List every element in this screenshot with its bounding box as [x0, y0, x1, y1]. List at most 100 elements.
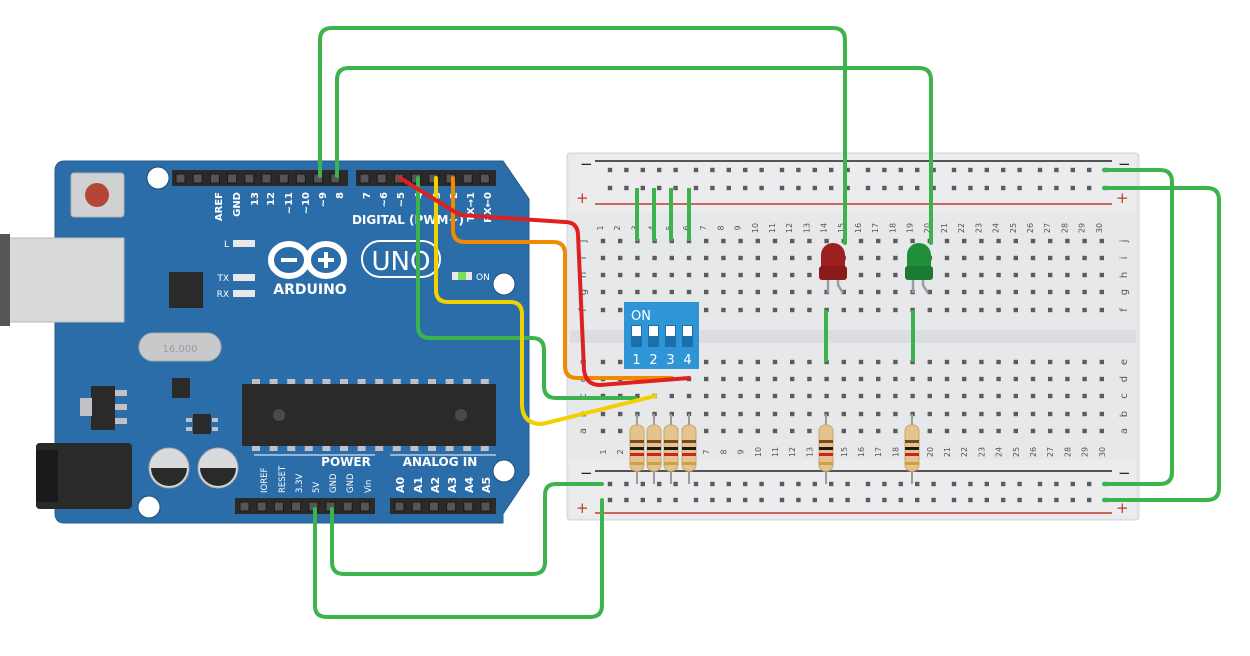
- breadboard-hole[interactable]: [1013, 289, 1018, 295]
- breadboard-hole[interactable]: [1082, 272, 1087, 278]
- breadboard-hole[interactable]: [618, 272, 623, 278]
- breadboard-hole[interactable]: [1082, 393, 1087, 399]
- rail-hole[interactable]: [710, 497, 715, 503]
- breadboard-hole[interactable]: [893, 238, 898, 244]
- breadboard-hole[interactable]: [944, 428, 950, 434]
- breadboard-hole[interactable]: [996, 393, 1001, 399]
- breadboard-hole[interactable]: [704, 428, 709, 434]
- breadboard-hole[interactable]: [618, 255, 623, 261]
- rail-hole[interactable]: [845, 185, 850, 191]
- rail-hole[interactable]: [898, 481, 903, 487]
- breadboard-hole[interactable]: [858, 272, 864, 278]
- breadboard-hole[interactable]: [1065, 255, 1070, 261]
- wire-pin9-red-led[interactable]: [318, 26, 847, 245]
- breadboard-hole[interactable]: [858, 428, 864, 434]
- rail-hole[interactable]: [607, 481, 613, 487]
- breadboard-hole[interactable]: [944, 255, 950, 261]
- rail-hole[interactable]: [1001, 481, 1006, 487]
- breadboard-hole[interactable]: [1082, 307, 1087, 313]
- breadboard-hole[interactable]: [1030, 255, 1036, 261]
- rail-hole[interactable]: [1054, 185, 1059, 191]
- breadboard-hole[interactable]: [876, 428, 881, 434]
- breadboard-hole[interactable]: [893, 376, 898, 382]
- breadboard-hole[interactable]: [738, 376, 743, 382]
- breadboard-hole[interactable]: [996, 376, 1001, 382]
- breadboard-hole[interactable]: [790, 393, 795, 399]
- breadboard-hole[interactable]: [1048, 393, 1053, 399]
- breadboard-hole[interactable]: [721, 307, 726, 313]
- rail-hole[interactable]: [898, 167, 903, 173]
- breadboard-hole[interactable]: [807, 393, 812, 399]
- rail-hole[interactable]: [1017, 185, 1022, 191]
- breadboard-hole[interactable]: [1099, 238, 1104, 244]
- rail-hole[interactable]: [882, 481, 887, 487]
- rail-hole[interactable]: [829, 185, 834, 191]
- breadboard-hole[interactable]: [738, 255, 743, 261]
- rail-hole[interactable]: [812, 497, 817, 503]
- breadboard-hole[interactable]: [721, 411, 726, 417]
- rail-hole[interactable]: [968, 167, 973, 173]
- rail-hole[interactable]: [624, 185, 629, 191]
- breadboard-hole[interactable]: [1030, 359, 1036, 365]
- breadboard-hole[interactable]: [944, 376, 950, 382]
- wire-pin5-dip[interactable]: [398, 176, 691, 387]
- green-led[interactable]: [905, 243, 933, 294]
- rail-hole[interactable]: [657, 167, 662, 173]
- breadboard-hole[interactable]: [962, 238, 967, 244]
- rail-hole[interactable]: [607, 497, 613, 503]
- breadboard-hole[interactable]: [962, 393, 967, 399]
- breadboard-hole[interactable]: [979, 359, 984, 365]
- rail-hole[interactable]: [640, 497, 645, 503]
- rail-hole[interactable]: [657, 481, 662, 487]
- breadboard-hole[interactable]: [738, 428, 743, 434]
- breadboard-hole[interactable]: [1065, 289, 1070, 295]
- rail-hole[interactable]: [693, 185, 699, 191]
- breadboard-hole[interactable]: [755, 255, 760, 261]
- breadboard-hole[interactable]: [1065, 393, 1070, 399]
- breadboard-hole[interactable]: [858, 307, 864, 313]
- breadboard-hole[interactable]: [652, 289, 657, 295]
- rail-hole[interactable]: [1017, 497, 1022, 503]
- breadboard-hole[interactable]: [1030, 428, 1036, 434]
- resistor[interactable]: [646, 414, 662, 484]
- wire-pin4-dip[interactable]: [416, 176, 637, 400]
- rail-hole[interactable]: [710, 167, 715, 173]
- breadboard-hole[interactable]: [1099, 376, 1104, 382]
- breadboard-hole[interactable]: [807, 238, 812, 244]
- breadboard-hole[interactable]: [721, 255, 726, 261]
- rail-hole[interactable]: [640, 185, 645, 191]
- red-led[interactable]: [819, 243, 847, 294]
- breadboard-hole[interactable]: [910, 238, 915, 244]
- breadboard-hole[interactable]: [1030, 411, 1036, 417]
- breadboard-hole[interactable]: [738, 272, 743, 278]
- breadboard-hole[interactable]: [1082, 289, 1087, 295]
- breadboard-hole[interactable]: [600, 289, 606, 295]
- breadboard-hole[interactable]: [979, 238, 984, 244]
- breadboard-hole[interactable]: [618, 238, 623, 244]
- breadboard-hole[interactable]: [979, 255, 984, 261]
- reset-button-cap[interactable]: [85, 183, 109, 207]
- breadboard-hole[interactable]: [962, 307, 967, 313]
- header-pin[interactable]: [376, 173, 387, 184]
- breadboard-hole[interactable]: [635, 289, 640, 295]
- rail-hole[interactable]: [984, 185, 989, 191]
- breadboard-hole[interactable]: [807, 307, 812, 313]
- rail-hole[interactable]: [931, 497, 936, 503]
- breadboard-hole[interactable]: [738, 307, 743, 313]
- breadboard-hole[interactable]: [618, 307, 623, 313]
- breadboard-hole[interactable]: [600, 359, 606, 365]
- breadboard-hole[interactable]: [686, 393, 692, 399]
- breadboard-hole[interactable]: [772, 411, 778, 417]
- breadboard-hole[interactable]: [772, 255, 778, 261]
- rail-hole[interactable]: [984, 481, 989, 487]
- breadboard-hole[interactable]: [1065, 238, 1070, 244]
- rail-hole[interactable]: [673, 167, 678, 173]
- breadboard-hole[interactable]: [858, 359, 864, 365]
- breadboard-hole[interactable]: [790, 376, 795, 382]
- breadboard-hole[interactable]: [772, 307, 778, 313]
- rail-hole[interactable]: [915, 185, 920, 191]
- breadboard-hole[interactable]: [979, 289, 984, 295]
- breadboard-hole[interactable]: [790, 238, 795, 244]
- breadboard-hole[interactable]: [824, 238, 829, 244]
- breadboard-hole[interactable]: [704, 411, 709, 417]
